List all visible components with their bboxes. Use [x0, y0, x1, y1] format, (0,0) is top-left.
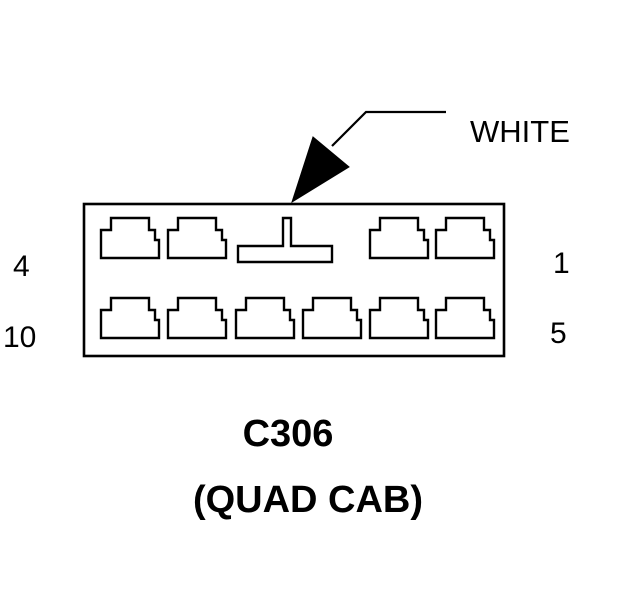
terminal-cavity-outline [166, 296, 228, 340]
blank-cavity [236, 216, 334, 264]
callout-color-label: WHITE [470, 114, 570, 149]
terminal-cavity [434, 296, 496, 340]
color-callout-arrow [291, 110, 446, 204]
terminal-cavity-outline [99, 296, 161, 340]
connector-cavities [99, 216, 496, 340]
terminal-cavity-outline [434, 216, 496, 260]
terminal-cavity [434, 216, 496, 260]
connector-id: C306 [243, 413, 334, 455]
terminal-cavity-outline [368, 296, 430, 340]
terminal-cavity-outline [368, 216, 430, 260]
terminal-cavity-outline [234, 296, 296, 340]
terminal-cavity [166, 216, 228, 260]
callout-arrowhead [291, 136, 350, 204]
callout-leader-line [331, 110, 446, 147]
pin-label-bottom-right: 5 [550, 317, 567, 350]
pin-label-top-right: 1 [553, 247, 570, 280]
terminal-cavity [301, 296, 363, 340]
terminal-cavity-outline [166, 216, 228, 260]
terminal-cavity [368, 216, 430, 260]
terminal-cavity-outline [434, 296, 496, 340]
connector-variant: (QUAD CAB) [193, 479, 423, 521]
terminal-cavity-outline [99, 216, 161, 260]
connector-body [82, 202, 506, 358]
terminal-cavity [99, 216, 161, 260]
terminal-cavity [368, 296, 430, 340]
pin-label-bottom-left: 10 [3, 321, 36, 354]
terminal-cavity [99, 296, 161, 340]
terminal-cavity-outline [301, 296, 363, 340]
pin-label-top-left: 4 [13, 250, 30, 283]
blank-cavity-outline [236, 216, 334, 264]
terminal-cavity [166, 296, 228, 340]
terminal-cavity [234, 296, 296, 340]
